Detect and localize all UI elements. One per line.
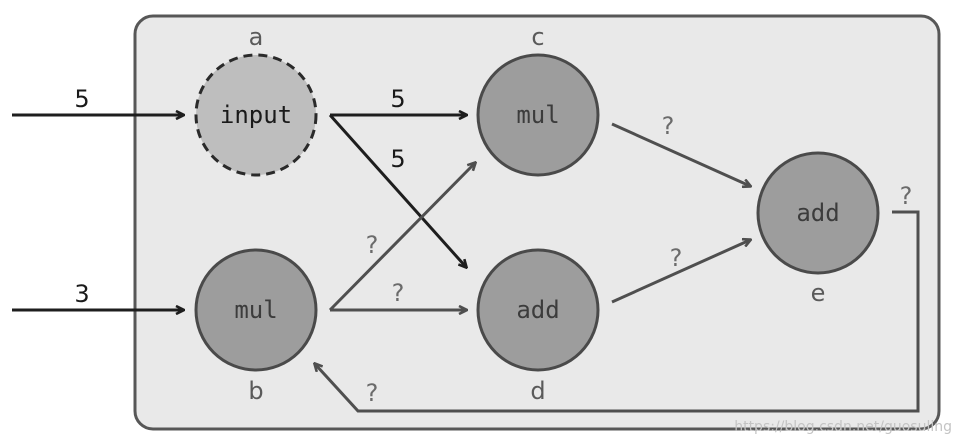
edge-label-b-c: ? [366, 231, 379, 259]
edge-b-to-c [328, 163, 475, 312]
edge-label-input-b: 3 [74, 280, 89, 308]
edge-label-e-out: ? [900, 182, 913, 210]
node-a-circle [194, 53, 318, 177]
node-e: add e [756, 151, 880, 307]
node-b-circle [194, 248, 318, 372]
edge-label-b-d: ? [392, 279, 405, 307]
node-d: add d [476, 248, 600, 405]
edge-e-to-b-feedback [315, 210, 920, 413]
node-c: mul c [476, 23, 600, 177]
node-a-letter: a [249, 23, 264, 51]
node-c-letter: c [531, 23, 544, 51]
edge-label-a-c: 5 [390, 85, 405, 113]
node-d-letter: d [530, 377, 545, 405]
node-b-letter: b [248, 377, 263, 405]
edge-c-to-e [611, 122, 750, 186]
graph-panel [133, 14, 941, 431]
edge-label-c-e: ? [662, 112, 675, 140]
node-d-text: add [516, 296, 559, 324]
node-b: mul b [194, 248, 318, 405]
node-c-text: mul [516, 101, 559, 129]
node-b-text: mul [234, 296, 277, 324]
edge-label-d-e: ? [670, 244, 683, 272]
node-e-letter: e [811, 279, 826, 307]
node-e-circle [756, 151, 880, 275]
edge-label-a-d: 5 [390, 145, 405, 173]
edge-d-to-e [611, 240, 750, 304]
edge-a-to-d [328, 113, 466, 267]
edge-label-input-a: 5 [74, 85, 89, 113]
node-a-text: input [220, 101, 292, 129]
node-c-circle [476, 53, 600, 177]
node-a: input a [194, 23, 318, 177]
watermark-text: https://blog.csdn.net/guosuling [734, 419, 952, 435]
node-e-text: add [796, 199, 839, 227]
edge-label-e-b: ? [366, 379, 379, 407]
node-d-circle [476, 248, 600, 372]
